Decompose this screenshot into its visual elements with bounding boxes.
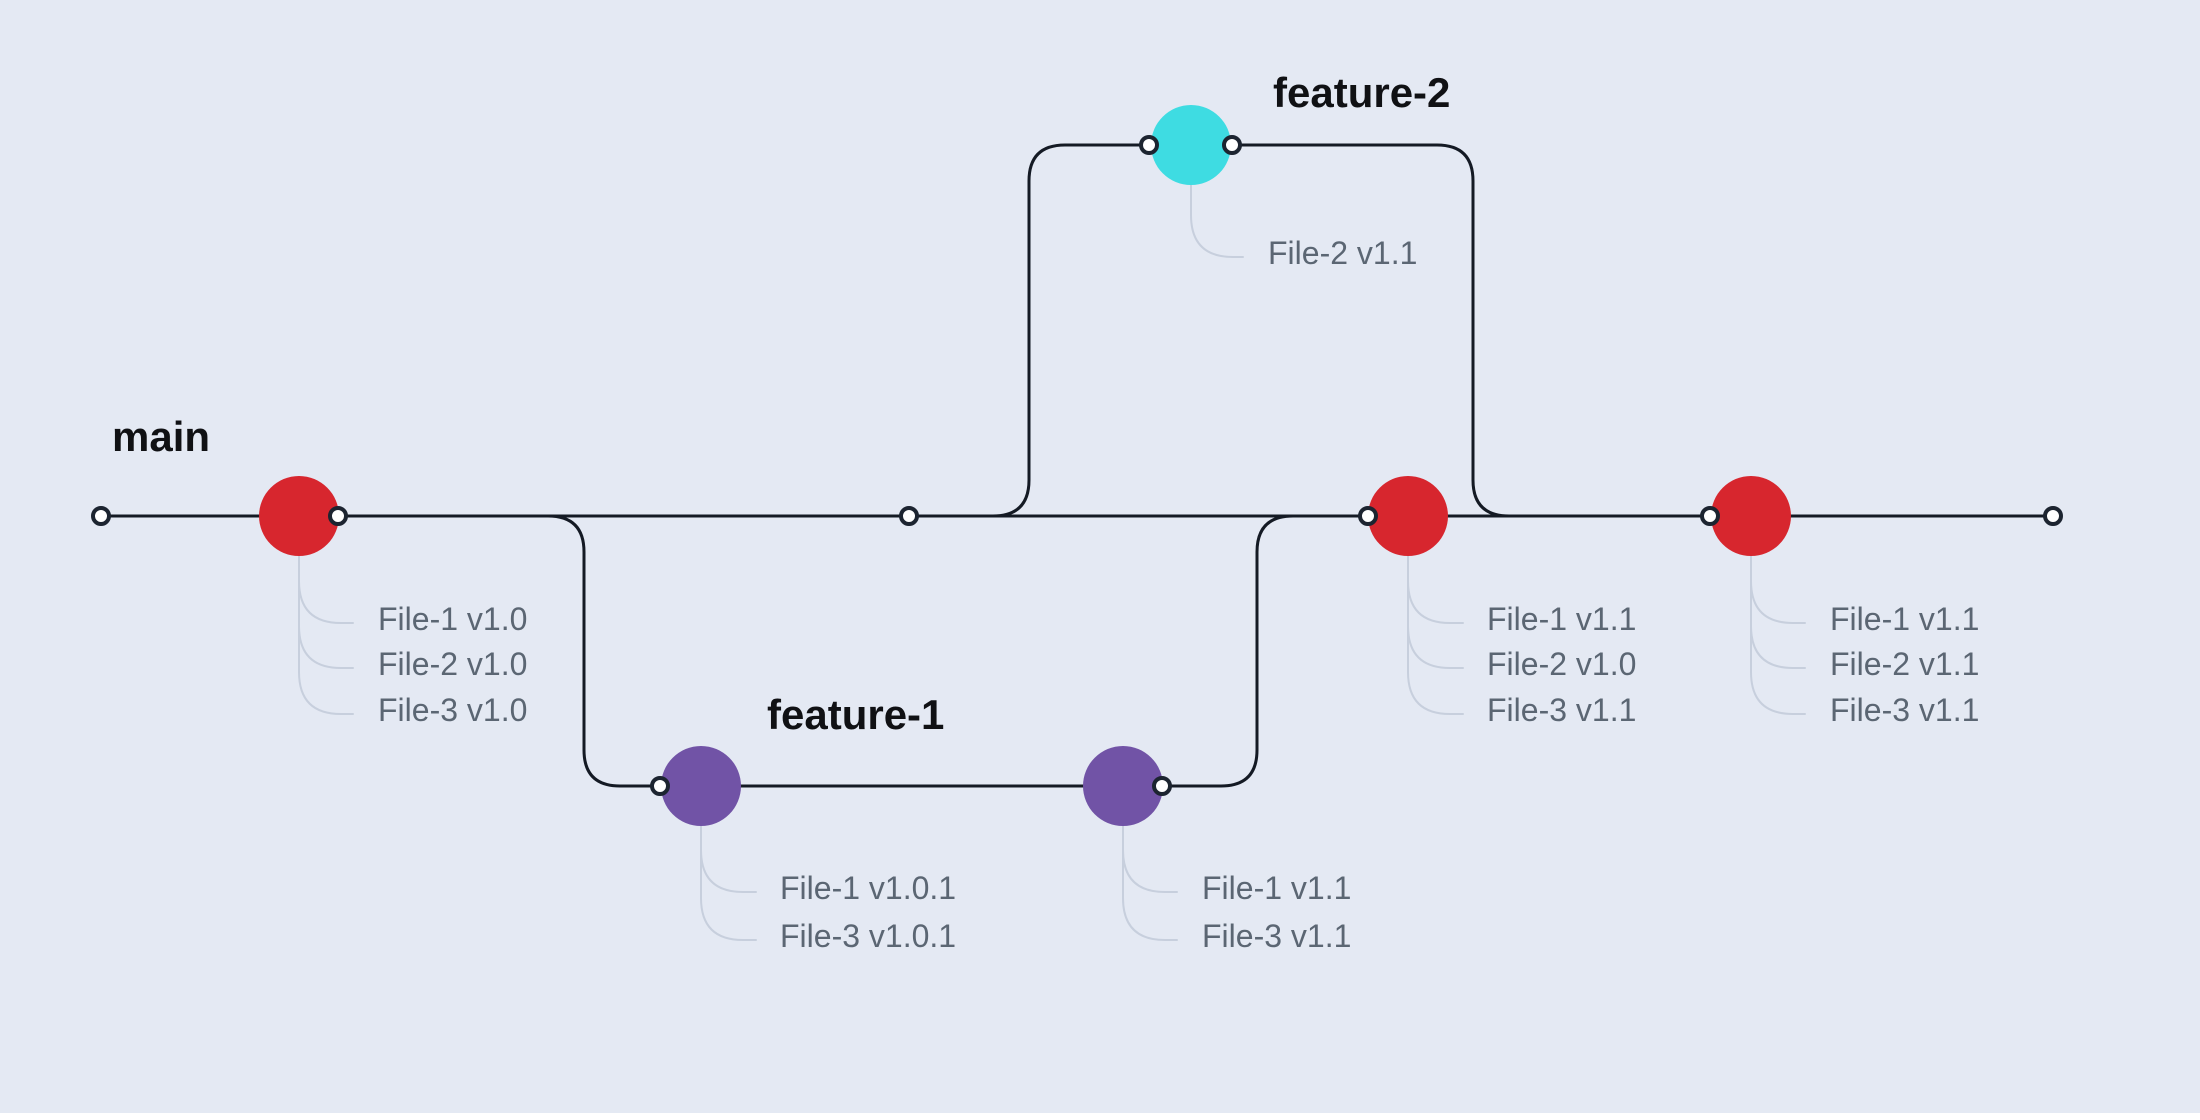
bottom-edge-strip [0, 1113, 2200, 1120]
commit-main2-in-node [1358, 506, 1378, 526]
commit-feature2a-circle [1151, 105, 1231, 185]
commit-feature1b-out-node [1152, 776, 1172, 796]
file-label: File-1 v1.1 [1202, 870, 1352, 906]
main-start-node [91, 506, 111, 526]
file-label: File-3 v1.1 [1202, 918, 1352, 954]
connector-main1 [298, 555, 354, 715]
commit-main3-in-node [1700, 506, 1720, 526]
branch-label-feature-1: feature-1 [767, 691, 945, 738]
file-label: File-1 v1.1 [1830, 601, 1980, 637]
connector-feature2a [1190, 184, 1244, 258]
commit-main3-circle [1711, 476, 1791, 556]
main-end-node [2043, 506, 2063, 526]
feature-2-branch-line [992, 143, 1510, 518]
commit-main1-circle [259, 476, 339, 556]
branch-label-main: main [112, 413, 211, 460]
commit-main1-out-node [328, 506, 348, 526]
file-label: File-1 v1.0.1 [780, 870, 957, 906]
commit-feature2a-out-node [1222, 135, 1242, 155]
feature-1-branch-line [547, 514, 1294, 788]
connector-feature1a [700, 825, 757, 941]
commit-main2-circle [1368, 476, 1448, 556]
file-label: File-3 v1.1 [1487, 692, 1637, 728]
file-label: File-3 v1.0.1 [780, 918, 957, 954]
commit-feature1a-circle [661, 746, 741, 826]
connector-main2 [1407, 555, 1464, 715]
file-label: File-3 v1.1 [1830, 692, 1980, 728]
main-mid-node [899, 506, 919, 526]
file-label: File-2 v1.0 [1487, 646, 1637, 682]
file-label: File-3 v1.0 [378, 692, 528, 728]
branch-label-feature-2: feature-2 [1273, 69, 1451, 116]
file-label: File-2 v1.1 [1268, 235, 1418, 271]
connector-feature1b [1122, 825, 1178, 941]
commit-feature2a-in-node [1139, 135, 1159, 155]
commit-feature1a-in-node [650, 776, 670, 796]
file-label: File-1 v1.1 [1487, 601, 1637, 637]
connector-main3 [1750, 555, 1806, 715]
file-label: File-2 v1.0 [378, 646, 528, 682]
commit-feature1b-circle [1083, 746, 1163, 826]
file-label: File-2 v1.1 [1830, 646, 1980, 682]
file-label: File-1 v1.0 [378, 601, 528, 637]
